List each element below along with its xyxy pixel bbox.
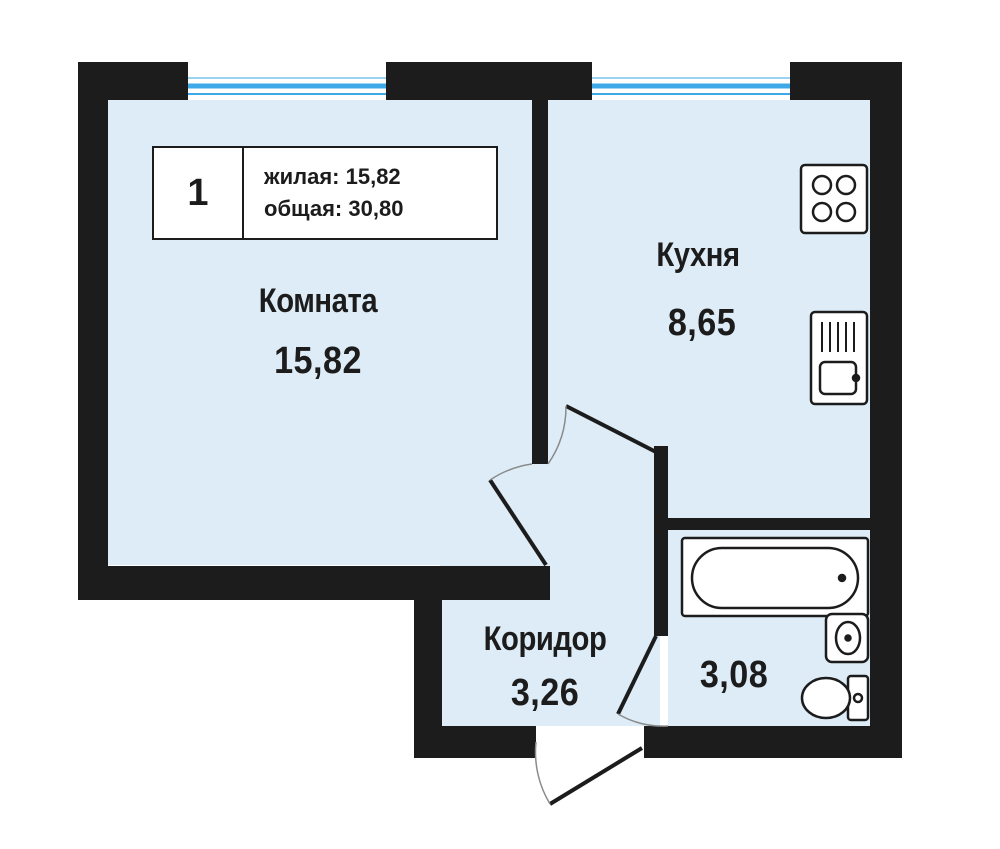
wall-bath-corridor: [654, 446, 668, 636]
total-area: общая: 30,80: [264, 196, 404, 221]
room-area-bathroom: 3,08: [699, 654, 769, 696]
wall-top-mid: [386, 62, 592, 100]
room-area-living: 15,82: [274, 340, 362, 382]
corridor-floor-upper: [532, 440, 662, 570]
washbasin-icon: [824, 612, 870, 664]
wall-bottom-left: [414, 726, 536, 758]
wall-kitchen-bath: [668, 518, 870, 530]
door-kitchen: [547, 404, 657, 465]
windows: [188, 77, 790, 98]
door-entrance: [534, 741, 644, 806]
window-kitchen: [592, 77, 790, 98]
door-bathroom: [616, 635, 669, 727]
toilet-icon: [800, 674, 870, 722]
window-room: [188, 77, 386, 98]
area-summary: жилая: 15,82 общая: 30,80: [244, 148, 496, 238]
wall-room-kitchen: [532, 100, 548, 464]
room-area-kitchen: 8,65: [667, 302, 737, 344]
stove-icon: [799, 163, 869, 235]
wall-bottom-right: [644, 726, 902, 758]
room-name-corridor: Коридор: [483, 620, 607, 658]
living-area: жилая: 15,82: [264, 164, 401, 189]
wall-room-bottom: [78, 566, 550, 600]
room-area-corridor: 3,26: [510, 672, 580, 714]
bathtub-icon: [680, 536, 870, 618]
sink-icon: [809, 310, 869, 406]
fixtures: [680, 163, 870, 722]
door-room: [488, 463, 548, 567]
doors: [488, 404, 669, 806]
walls: [78, 62, 902, 758]
room-name-kitchen: Кухня: [656, 236, 740, 274]
room-name-living: Комната: [258, 282, 378, 320]
apartment-info-box: 1 жилая: 15,82 общая: 30,80: [152, 146, 498, 240]
rooms-count: 1: [154, 148, 244, 238]
wall-left: [78, 62, 108, 600]
wall-right: [870, 62, 902, 758]
